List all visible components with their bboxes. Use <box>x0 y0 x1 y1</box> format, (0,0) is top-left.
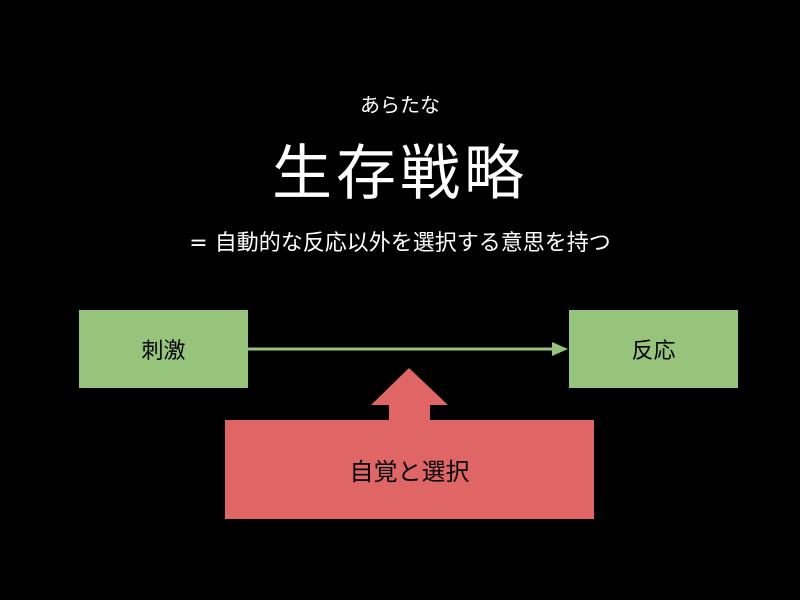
subtitle: = 自動的な反応以外を選択する意思を持つ <box>189 231 611 256</box>
stimulus-label: 刺激 <box>141 339 186 364</box>
choice-up-arrow <box>371 368 448 421</box>
stimulus-response-arrow-head <box>552 342 568 356</box>
choice-label: 自覚と選択 <box>349 458 470 486</box>
stimulus-box: 刺激 <box>79 310 248 388</box>
response-label: 反応 <box>631 339 676 364</box>
title-ruby: あらたな <box>360 93 440 117</box>
choice-box: 自覚と選択 <box>225 420 594 519</box>
response-box: 反応 <box>569 310 738 388</box>
page-title: 生存戦略 <box>272 139 528 209</box>
